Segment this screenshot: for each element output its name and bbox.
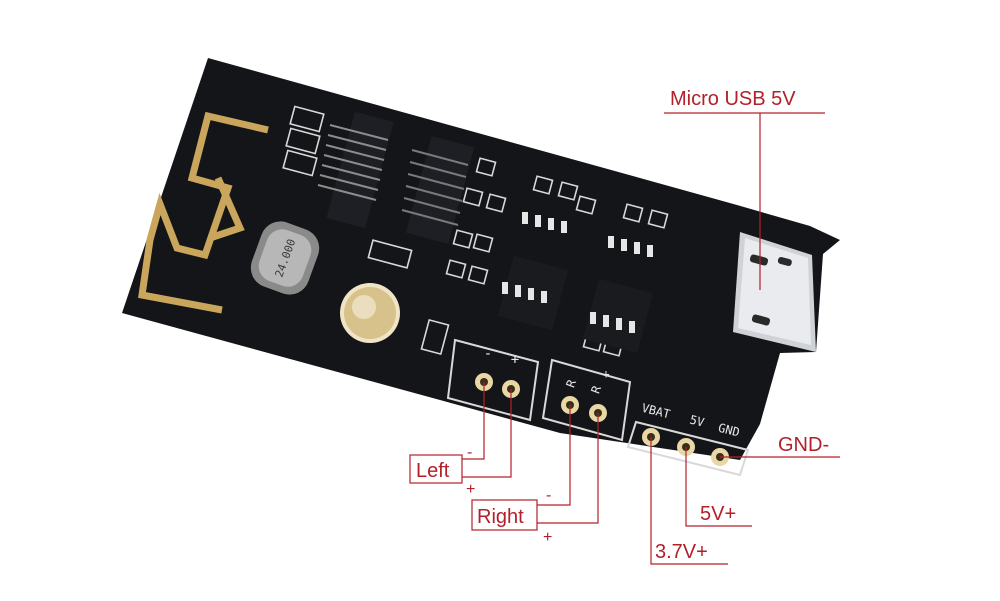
micro-usb-label: Micro USB 5V — [670, 88, 796, 110]
left-plus-label: + — [466, 481, 475, 498]
right-label: Right — [477, 506, 524, 528]
gnd-silk: GND — [717, 421, 741, 440]
smd-components — [282, 105, 669, 357]
left-minus-label: - — [467, 444, 472, 461]
chip-pins-upper — [522, 212, 653, 257]
bluetooth-chip — [317, 111, 394, 229]
left-plus-silk: + — [511, 352, 519, 368]
amplifier-chip-left — [497, 255, 569, 331]
left-minus-silk: - — [484, 346, 492, 362]
pcb-board — [122, 58, 840, 460]
5v-silk: 5V — [688, 413, 705, 430]
antenna-trace — [138, 111, 269, 314]
right-plus-silk: + — [602, 367, 609, 381]
right-plus-label: + — [543, 529, 552, 546]
vbat-silk: VBAT — [640, 401, 671, 422]
3-7v-label: 3.7V+ — [655, 541, 708, 563]
micro-usb-port — [733, 232, 816, 352]
callout-labels: Micro USB 5V GND- 5V+ 3.7V+ Left - + Rig… — [416, 88, 829, 563]
ic-chip-2 — [401, 136, 475, 244]
gnd-label: GND- — [778, 434, 829, 456]
amplifier-chip-right — [582, 278, 654, 354]
callout-lines — [409, 112, 840, 565]
right-minus-label: - — [546, 487, 551, 504]
left-label: Left — [416, 460, 450, 482]
left-speaker-connector: - + — [446, 338, 540, 422]
5v-label: 5V+ — [700, 503, 736, 525]
mounting-pad — [340, 283, 400, 343]
crystal-oscillator: 24.000 — [250, 221, 320, 295]
power-connector: VBAT 5V GND — [626, 401, 750, 477]
